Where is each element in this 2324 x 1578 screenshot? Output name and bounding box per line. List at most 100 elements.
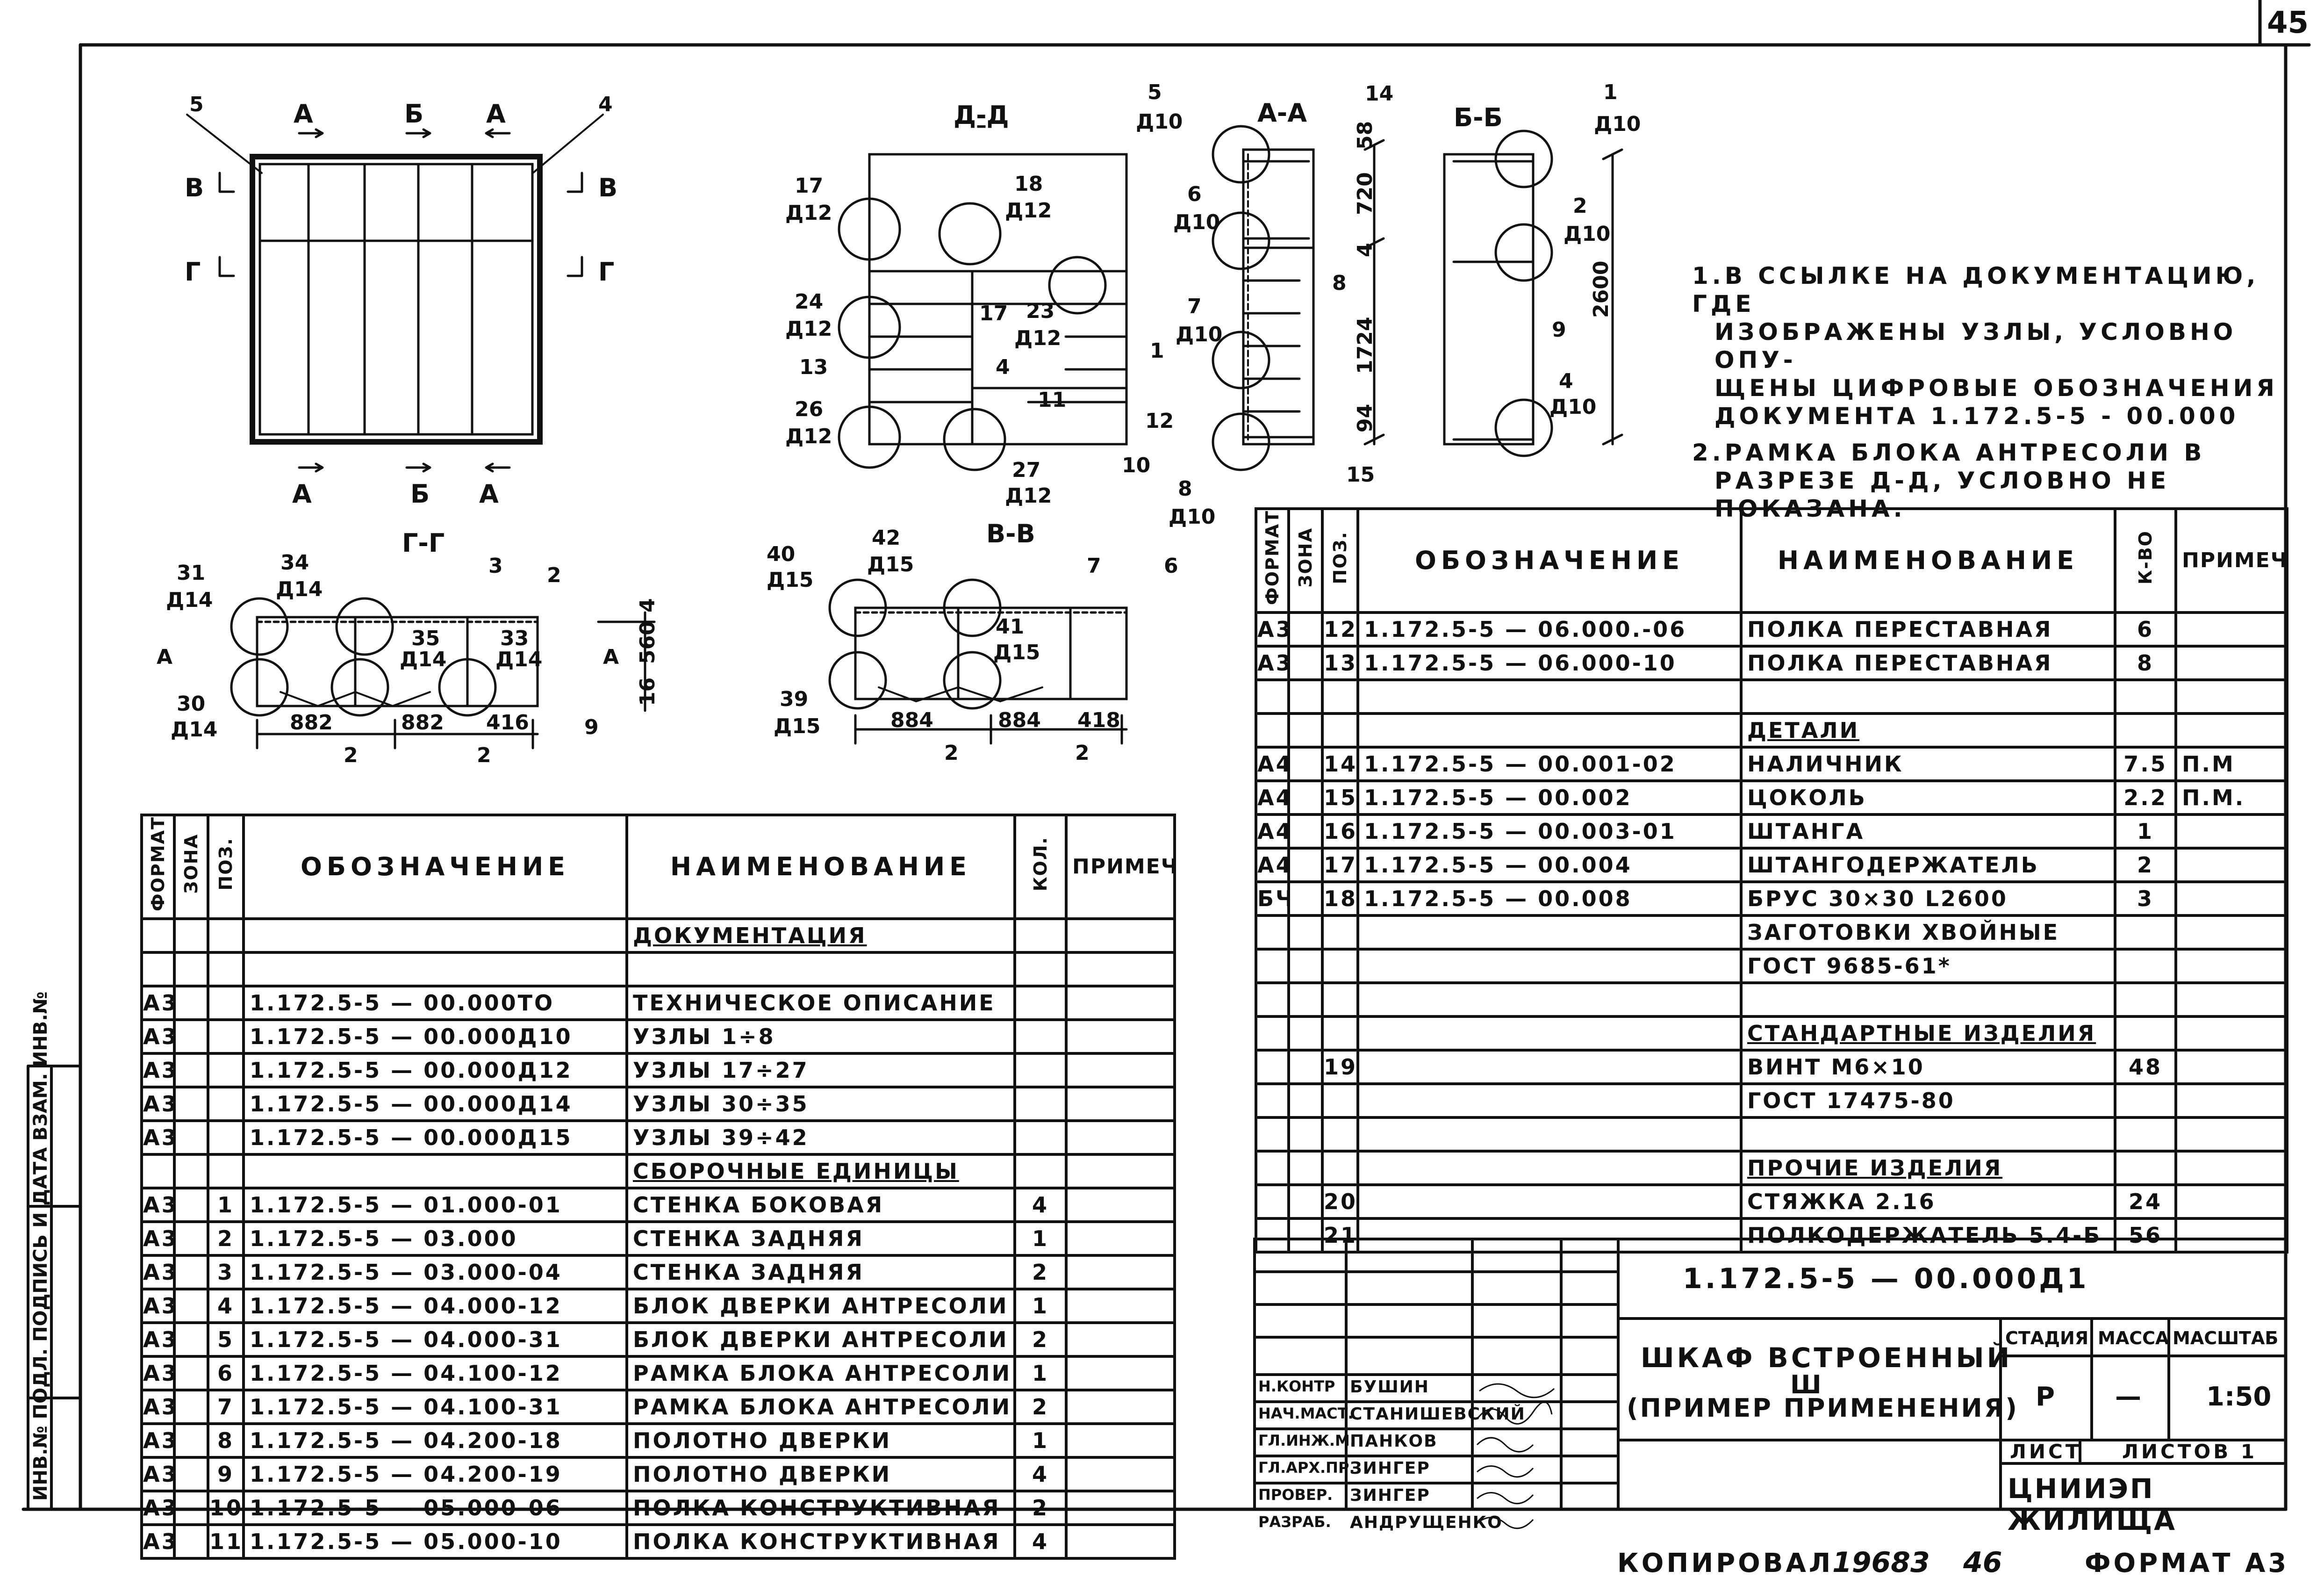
spec-row: СТАНДАРТНЫЕ ИЗДЕЛИЯ — [1255, 1015, 2288, 1052]
view-label-gg: Г-Г — [402, 528, 445, 558]
cell-note — [2174, 813, 2288, 850]
cell-designation — [1356, 1116, 1743, 1153]
cell-zone — [1287, 1082, 1324, 1119]
cell-qty — [2114, 1149, 2177, 1186]
cell-note — [2174, 1149, 2288, 1186]
cell-name-text: ЦОКОЛЬ — [1747, 785, 1867, 810]
cell-note: П.М — [2174, 745, 2288, 782]
cell-note — [2174, 611, 2288, 648]
cell-name: СТЯЖКА 2.16 — [1740, 1183, 2116, 1220]
callout-detail: Д14 — [400, 648, 446, 671]
cell-name-text: СТАНДАРТНЫЕ ИЗДЕЛИЯ — [1747, 1020, 2096, 1046]
cell-name-text: СТЕНКА ЗАДНЯЯ — [633, 1259, 864, 1285]
cell-designation: 1.172.5-5 — 04.200-19 — [242, 1456, 628, 1492]
note-line: ЩЕНЫ ЦИФРОВЫЕ ОБОЗНАЧЕНИЯ — [1714, 375, 2278, 402]
cell-zone — [173, 1523, 209, 1560]
cell-name-text: СБОРОЧНЫЕ ЕДИНИЦЫ — [633, 1158, 959, 1184]
cell-qty — [1013, 917, 1068, 954]
cell-zone — [1287, 1149, 1324, 1186]
cell-designation-text: 1.172.5-5 — 00.001-02 — [1364, 751, 1677, 777]
callout-number: 34 — [280, 551, 309, 575]
callout-detail: Д15 — [767, 568, 813, 592]
margin-stamp-boxes — [27, 1065, 82, 1511]
cell-designation: 1.172.5-5 — 04.000-31 — [242, 1321, 628, 1358]
pos-label: 9 — [1552, 318, 1566, 342]
cell-qty-text: 7.5 — [2123, 751, 2167, 777]
cell-designation-text: 1.172.5-5 — 00.000Д15 — [250, 1124, 573, 1150]
cut-mark-a-2: А — [486, 99, 506, 129]
cell-name: ПОЛОТНО ДВЕРКИ — [625, 1456, 1016, 1492]
cell-zone — [1287, 611, 1324, 648]
cell-format: А3 — [1255, 644, 1290, 681]
cell-designation — [242, 917, 628, 954]
spec-header-row: ФОРМАТ ЗОНА ПОЗ. ОБОЗНАЧЕНИЕ НАИМЕНОВАНИ… — [140, 814, 1176, 920]
cell-name-text: ШТАНГОДЕРЖАТЕЛЬ — [1747, 852, 2039, 878]
cell-qty — [2114, 678, 2177, 715]
spec-row — [1255, 678, 2288, 715]
cell-name-text: ПОЛКА КОНСТРУКТИВНАЯ — [633, 1528, 1001, 1554]
dimension-label: 58 — [1353, 121, 1377, 150]
cell-zone — [1287, 1217, 1324, 1254]
cell-note — [2174, 712, 2288, 749]
cell-zone — [1287, 981, 1324, 1018]
cell-zone — [173, 1220, 209, 1257]
cell-qty: 1 — [1013, 1287, 1068, 1324]
cell-designation-text: 1.172.5-5 — 03.000-04 — [250, 1259, 562, 1285]
cell-format — [1255, 712, 1290, 749]
cell-designation-text: 1.172.5-5 — 00.000Д10 — [250, 1023, 573, 1049]
cell-format-text: А4 — [1257, 852, 1286, 878]
spec-row: ДЕТАЛИ — [1255, 712, 2288, 749]
cell-name: СТЕНКА БОКОВАЯ — [625, 1186, 1016, 1223]
cell-qty: 48 — [2114, 1048, 2177, 1085]
cell-name-text: ПОЛОТНО ДВЕРКИ — [633, 1461, 892, 1487]
cell-format-text: А3 — [143, 1326, 172, 1352]
cell-pos — [207, 1018, 245, 1055]
cell-designation: 1.172.5-5 — 00.000Д14 — [242, 1085, 628, 1122]
cell-designation: 1.172.5-5 — 00.000Д12 — [242, 1052, 628, 1088]
cell-qty — [1013, 951, 1068, 987]
cell-note — [1065, 1321, 1176, 1358]
cell-designation-text: 1.172.5-5 — 05.000-10 — [250, 1528, 562, 1554]
cell-name-text: БЛОК ДВЕРКИ АНТРЕСОЛИ — [633, 1293, 1009, 1319]
cell-format: БЧ — [1255, 880, 1290, 917]
cell-format — [1255, 1183, 1290, 1220]
pos-label: 5 — [189, 93, 204, 116]
dimension-label: 4 — [1353, 243, 1377, 257]
cell-note — [1065, 1422, 1176, 1459]
cell-designation-text: 1.172.5-5 — 01.000-01 — [250, 1192, 562, 1218]
cell-designation: 1.172.5-5 — 00.008 — [1356, 880, 1743, 917]
cell-pos: 4 — [207, 1287, 245, 1324]
cell-zone — [1287, 712, 1324, 749]
cell-designation — [1356, 947, 1743, 984]
cell-format — [1255, 914, 1290, 951]
cell-name: УЗЛЫ 1÷8 — [625, 1018, 1016, 1055]
signer-name: ЗИНГЕР — [1350, 1486, 1430, 1505]
cell-note — [2174, 1116, 2288, 1153]
cell-pos: 16 — [1321, 813, 1359, 850]
section-bb — [1443, 130, 1623, 457]
cell-qty: 1 — [1013, 1422, 1068, 1459]
cell-name: СТЕНКА ЗАДНЯЯ — [625, 1254, 1016, 1290]
dimension-label: 2 — [944, 741, 959, 765]
cell-pos: 1 — [207, 1186, 245, 1223]
cell-name: ДОКУМЕНТАЦИЯ — [625, 917, 1016, 954]
cell-name-text: СТЯЖКА 2.16 — [1747, 1189, 1936, 1214]
cell-designation: 1.172.5-5 — 05.000-10 — [242, 1523, 628, 1560]
cell-pos: 11 — [207, 1523, 245, 1560]
cell-designation — [242, 951, 628, 987]
callout-detail: Д14 — [166, 588, 213, 612]
cut-mark-g-1: Г — [185, 257, 201, 287]
cell-qty: 1 — [1013, 1355, 1068, 1391]
cut-mark-b-1: Б — [404, 99, 423, 129]
cell-pos-text: 14 — [1324, 751, 1358, 777]
cell-note — [2174, 947, 2288, 984]
cell-zone — [1287, 678, 1324, 715]
cell-pos-text: 1 — [217, 1192, 234, 1218]
cell-name: ЦОКОЛЬ — [1740, 779, 2116, 816]
cell-name-text: ЗАГОТОВКИ ХВОЙНЫЕ — [1747, 919, 2060, 945]
